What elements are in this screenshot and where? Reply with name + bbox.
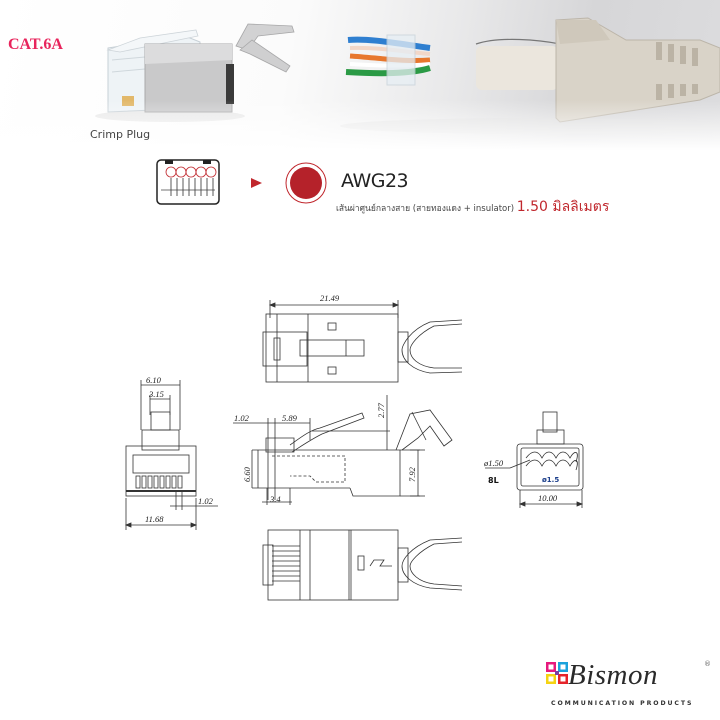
diameter-value: 1.50 มิลลิเมตร (516, 199, 610, 215)
dim-wire-diameter: ø1.50 (483, 458, 504, 468)
dim-length: 21.49 (320, 293, 340, 303)
arrow-icon (251, 178, 262, 188)
rear-view (485, 411, 584, 508)
dim-pitch: 1.02 (198, 496, 214, 506)
plug-cross-section-icon (156, 159, 220, 205)
dim-offset: 3.4 (269, 494, 281, 504)
top-view (262, 300, 463, 383)
wire-count-label: 8L (488, 476, 499, 485)
banner-fade (0, 100, 720, 150)
product-label: Crimp Plug (90, 128, 151, 141)
wire-diameter-spec: เส้นผ่าศูนย์กลางสาย (สายทองแดง + insulat… (336, 196, 609, 218)
brand-name: Bismon (568, 659, 658, 691)
dim-latch-height: 2.77 (376, 402, 386, 418)
dim-body-width: 11.68 (145, 514, 164, 524)
registered-mark: ® (704, 660, 711, 668)
brand-logo-icon (546, 662, 568, 684)
category-label: CAT.6A (8, 36, 63, 53)
wire-gauge-circle-icon (285, 162, 327, 204)
bottom-view (262, 529, 463, 601)
side-view (233, 395, 453, 505)
dim-width-inner: 3.15 (148, 389, 164, 399)
dim-body-height: 6.60 (242, 466, 252, 482)
dim-tip: 1.02 (234, 413, 250, 423)
dim-total-height: 7.92 (407, 466, 417, 482)
front-view (124, 380, 218, 530)
dim-rear-width: 10.00 (538, 493, 558, 503)
dim-latch: 5.89 (282, 413, 298, 423)
hole-diameter-label: ø1.5 (542, 476, 559, 484)
diameter-description: เส้นผ่าศูนย์กลางสาย (สายทองแดง + insulat… (336, 204, 515, 214)
dim-width-outer: 6.10 (146, 375, 162, 385)
wire-gauge-title: AWG23 (341, 170, 409, 192)
technical-drawing: 21.49 6.10 3.15 1.02 11.68 (124, 293, 584, 601)
spec-icons (156, 159, 327, 205)
brand-tagline: COMMUNICATION PRODUCTS (551, 700, 694, 707)
